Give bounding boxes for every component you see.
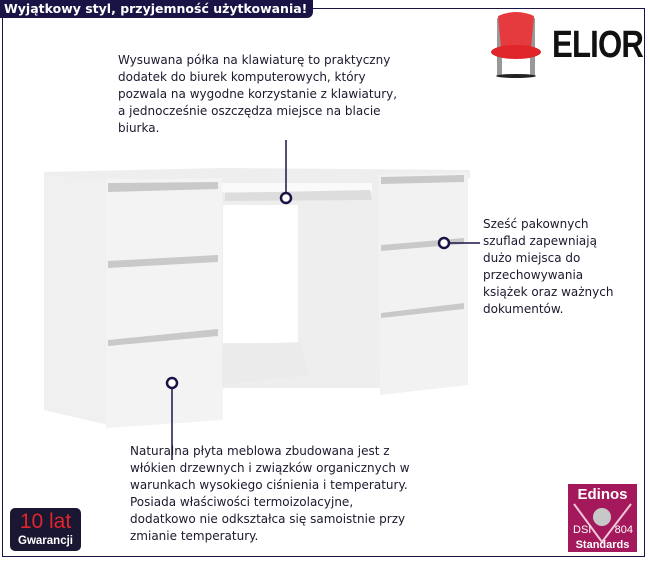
callout-dot [437,236,451,250]
certificate-left: DSI [573,524,592,536]
chair-icon [491,12,541,78]
certificate-number: 804 [614,524,633,536]
callout-material: Naturalna płyta meblowa zbudowana jest z… [130,444,410,543]
page-title: Wyjątkowy styl, przyjemność użytkowania! [0,0,314,18]
warranty-label: Gwarancji [18,535,73,547]
callout-dot [279,191,293,205]
callout-dot [165,376,179,390]
drawer-handles [108,175,464,346]
content-frame [2,8,645,557]
brand-logo-text: ELIOR [552,24,644,66]
certificate-brand: Edinos [577,486,628,503]
certificate-label: Standards [575,539,630,551]
warranty-badge: 10 lat Gwarancji [10,508,81,551]
certificate-v-icon [573,503,632,544]
certificate-badge: Edinos DSI 804 Standards [568,484,637,552]
warranty-years: 10 lat [19,510,72,533]
callout-keyboard-shelf: Wysuwana półka na klawiaturę to praktycz… [118,53,398,135]
